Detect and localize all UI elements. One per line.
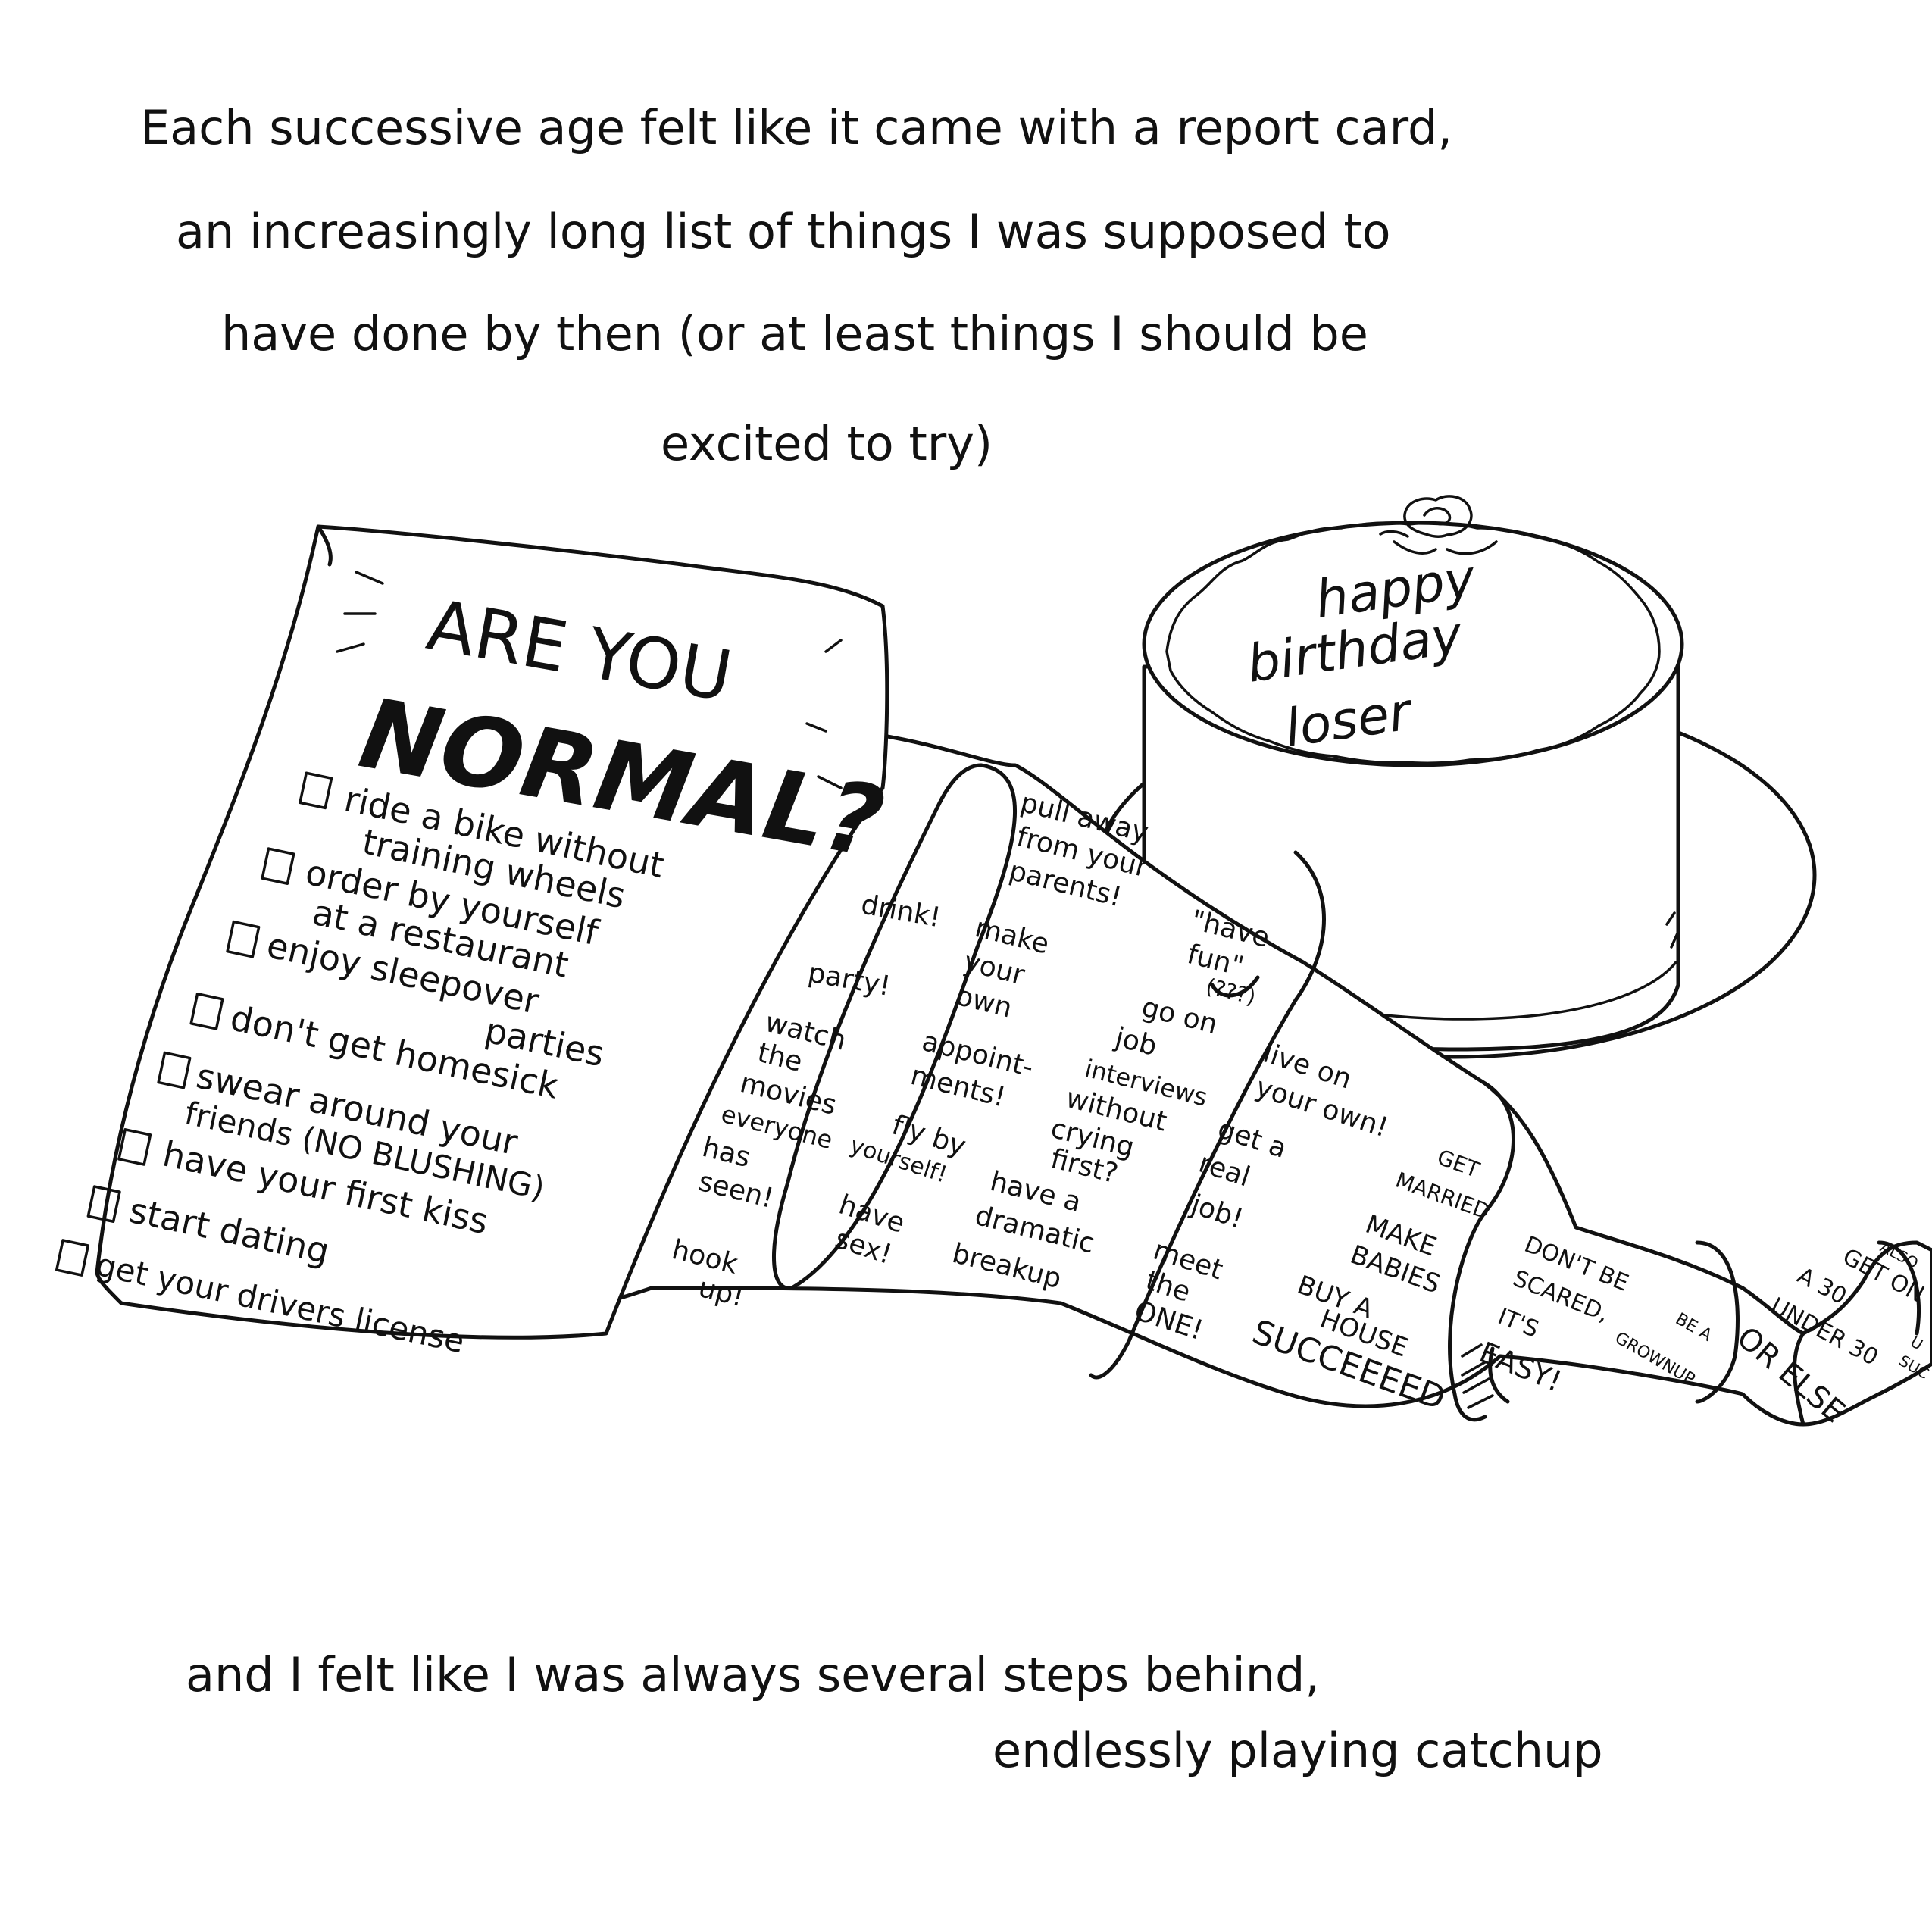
checkbox-4[interactable] <box>189 992 224 1030</box>
caption-top-line-3: have done by then (or at least things I … <box>221 306 1368 361</box>
checkbox-1[interactable] <box>299 771 333 810</box>
checkbox-8[interactable] <box>55 1239 90 1277</box>
excitement-marks-right <box>805 639 843 789</box>
checklist-sheet <box>95 524 889 1340</box>
caption-bottom-line-2: endlessly playing catchup <box>993 1723 1603 1778</box>
ribbon-fold-3 <box>1448 1081 1515 1422</box>
ribbon-fold-5 <box>1877 1240 1921 1336</box>
checkbox-3[interactable] <box>226 920 261 958</box>
caption-bottom-line-1: and I felt like I was always several ste… <box>186 1647 1321 1702</box>
cake-top-frosting-ring <box>1165 521 1661 764</box>
checklist-paper: ARE YOU NORMAL? ride a bike without trai… <box>55 524 892 1360</box>
checkbox-2[interactable] <box>261 847 295 886</box>
caption-top-line-2: an increasingly long list of things I wa… <box>176 204 1391 259</box>
caption-top-line-4: excited to try) <box>661 416 993 471</box>
checkbox-7[interactable] <box>86 1185 121 1223</box>
note-a-30: A 30 <box>1793 1262 1851 1310</box>
ribbon-fold-1 <box>772 763 1017 1290</box>
ribbon-band <box>589 733 1932 1427</box>
scroll-ribbon <box>589 733 1932 1427</box>
excitement-marks-left <box>336 571 384 653</box>
checkbox-5[interactable] <box>157 1051 192 1089</box>
ribbon-fold-2 <box>1089 850 1326 1380</box>
checkbox-6[interactable] <box>117 1128 152 1166</box>
caption-top-line-1: Each successive age felt like it came wi… <box>140 100 1453 155</box>
ribbon-fold-4 <box>1695 1240 1740 1404</box>
rose-icon <box>1379 495 1498 555</box>
